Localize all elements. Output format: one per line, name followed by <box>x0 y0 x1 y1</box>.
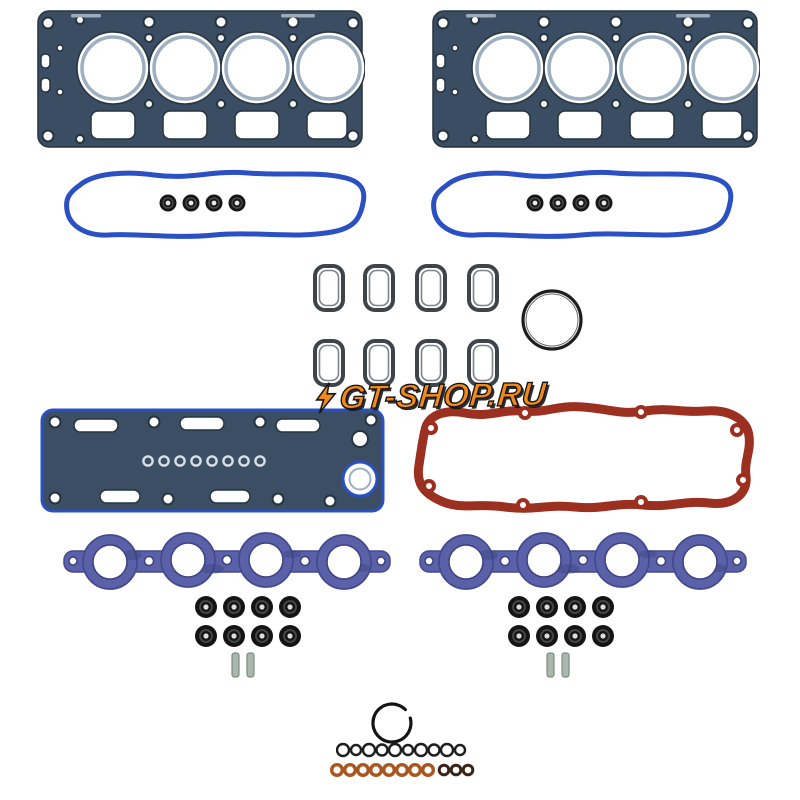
cylinder-head-gasket-right <box>431 9 760 149</box>
intake-port-gaskets-row-1 <box>313 264 499 312</box>
washers-row <box>330 762 475 778</box>
exhaust-manifold-gasket-left <box>63 532 391 590</box>
grommet-seal-group-right <box>507 595 615 648</box>
valley-cover-gasket <box>40 408 385 513</box>
exhaust-manifold-gasket-right <box>419 532 747 590</box>
valley-pan-gasket-red <box>403 398 763 518</box>
valve-cover-gasket-right <box>423 162 741 248</box>
small-o-rings-row <box>336 742 467 758</box>
watermark-text: GT-SHOP.RU <box>338 374 549 416</box>
lightning-icon <box>315 382 337 414</box>
valve-cover-gasket-left <box>56 162 374 248</box>
large-o-ring <box>521 289 583 351</box>
guide-pins-left <box>231 652 255 678</box>
open-snap-o-ring <box>371 702 413 744</box>
watermark: GT-SHOP.RU <box>312 374 549 417</box>
grommet-seal-group-left <box>194 595 302 648</box>
cylinder-head-gasket-left <box>36 9 365 149</box>
guide-pins-right <box>546 652 570 678</box>
